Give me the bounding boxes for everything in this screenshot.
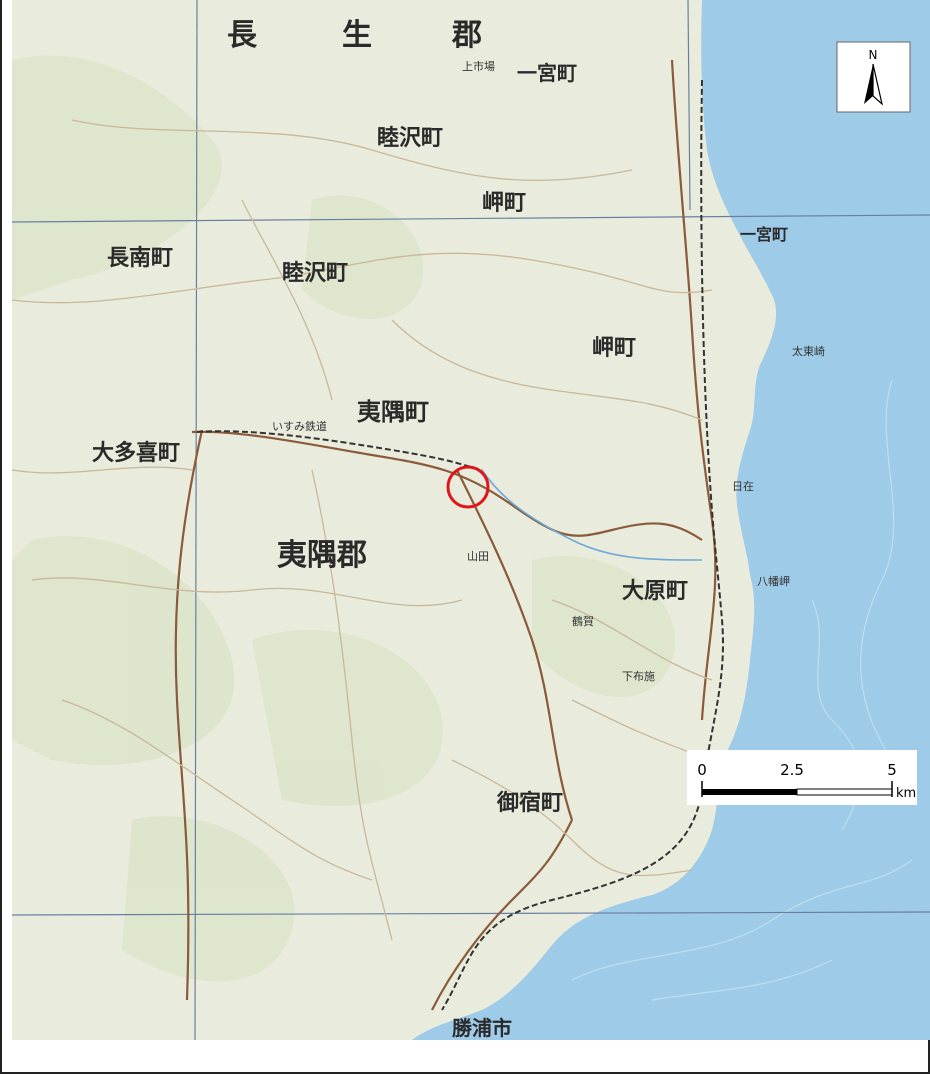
map-label-misaki-n: 岬町 xyxy=(482,191,526,216)
map-label-mutsuzawa-n: 睦沢町 xyxy=(377,125,443,151)
map-label-onjuku: 御宿町 xyxy=(496,790,563,816)
map-label-chonan: 長南町 xyxy=(107,246,173,271)
map-label-yamada: 山田 xyxy=(467,550,489,563)
topographic-map: 長 生 郡 一宮町 睦沢町 岬町 一宮町 長南町 睦沢町 岬町 夷隅町 大多喜町… xyxy=(12,0,930,1040)
map-label-otaki: 大多喜町 xyxy=(92,440,180,466)
map-label-ohara: 大原町 xyxy=(622,579,688,604)
grid-lines xyxy=(12,0,930,1040)
map-label-misaki: 岬町 xyxy=(592,336,636,361)
railways xyxy=(196,79,724,1011)
north-arrow: N xyxy=(836,41,911,113)
map-label-isumi-gun: 夷隅郡 xyxy=(277,538,367,573)
map-label-isumi-town: 夷隅町 xyxy=(357,398,429,426)
scale-tick-5: 5 xyxy=(887,761,897,779)
scale-tick-0: 0 xyxy=(697,761,707,779)
sea-contours xyxy=(571,379,913,1001)
map-label-chosei-2: 生 xyxy=(342,18,372,53)
north-arrow-icon xyxy=(864,63,883,106)
scale-tick-2-5: 2.5 xyxy=(780,761,804,779)
river xyxy=(481,469,703,561)
map-label-chosei-1: 長 xyxy=(227,18,258,53)
minor-roads xyxy=(12,119,713,941)
map-label-kamiichiba: 上市場 xyxy=(462,59,495,73)
map-label-tsuruga: 鶴賀 xyxy=(572,614,594,628)
major-roads xyxy=(174,59,717,1011)
scale-unit: km xyxy=(896,786,916,801)
map-label-yawata: 八幡岬 xyxy=(757,574,790,588)
scale-bar: 0 2.5 5 km xyxy=(687,750,917,805)
north-label: N xyxy=(869,48,878,62)
map-label-isumi-rail: いすみ鉄道 xyxy=(272,419,327,433)
map-label-katsuura: 勝浦市 xyxy=(452,1016,512,1040)
map-label-shimofuse: 下布施 xyxy=(622,670,655,683)
terrain-shading xyxy=(12,55,676,982)
map-label-hiyoshi: 日在 xyxy=(732,480,754,493)
map-label-chosei-3: 郡 xyxy=(451,18,482,53)
site-circle-icon xyxy=(446,465,490,509)
map-label-taito: 太東崎 xyxy=(792,344,825,358)
map-label-ichinomiya-n: 一宮町 xyxy=(517,61,577,85)
map-label-ichinomiya-e: 一宮町 xyxy=(740,225,788,244)
map-label-mutsuzawa: 睦沢町 xyxy=(282,260,348,286)
